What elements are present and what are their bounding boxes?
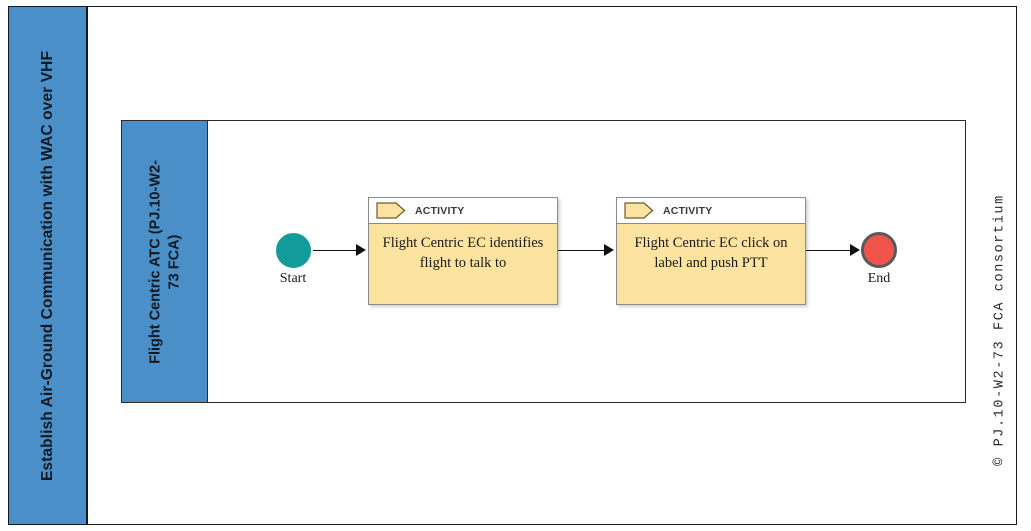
arrowhead-icon (604, 244, 614, 256)
lane-title-line-1: Flight Centric ATC (PJ.10-W2- (146, 159, 163, 364)
arrowhead-icon (850, 244, 860, 256)
process-title-band: Establish Air-Ground Communication with … (8, 6, 87, 525)
activity-node-2[interactable]: ACTIVITY Flight Centric EC click on labe… (616, 197, 806, 305)
lane-header: Flight Centric ATC (PJ.10-W2- 73 FCA) (122, 121, 208, 402)
end-event-label: End (867, 271, 891, 286)
frame-top-rule (87, 6, 1017, 7)
copyright-text: © PJ.10-W2-73 FCA consortium (992, 194, 1008, 466)
activity-1-type-label: ACTIVITY (415, 204, 465, 217)
bpmn-pool: Flight Centric ATC (PJ.10-W2- 73 FCA) (121, 120, 966, 403)
activity-2-header: ACTIVITY (617, 198, 805, 224)
copyright-notice: © PJ.10-W2-73 FCA consortium (990, 150, 1010, 510)
activity-2-type-label: ACTIVITY (663, 204, 713, 217)
frame-right-rule (1016, 6, 1017, 525)
frame-bottom-rule (87, 524, 1017, 525)
arrowhead-icon (356, 244, 366, 256)
lane-title: Flight Centric ATC (PJ.10-W2- 73 FCA) (146, 160, 183, 364)
start-event-label: Start (279, 271, 307, 286)
activity-1-text: Flight Centric EC identifies flight to t… (382, 235, 544, 271)
lane-title-line-2: 73 FCA) (165, 234, 182, 289)
activity-node-1[interactable]: ACTIVITY Flight Centric EC identifies fl… (368, 197, 558, 305)
activity-2-text: Flight Centric EC click on label and pus… (634, 235, 788, 271)
process-band-right-rule (87, 6, 88, 525)
sequence-flow-activity-2-to-end (806, 250, 852, 251)
start-event[interactable] (276, 233, 311, 268)
end-event[interactable] (861, 232, 897, 268)
activity-arrow-icon (624, 202, 654, 219)
sequence-flow-activity-1-to-activity-2 (558, 250, 606, 251)
lane-body (208, 121, 965, 402)
activity-arrow-icon (376, 202, 406, 219)
sequence-flow-start-to-activity-1 (313, 250, 358, 251)
process-title-text: Establish Air-Ground Communication with … (38, 50, 56, 481)
activity-1-header: ACTIVITY (369, 198, 557, 224)
